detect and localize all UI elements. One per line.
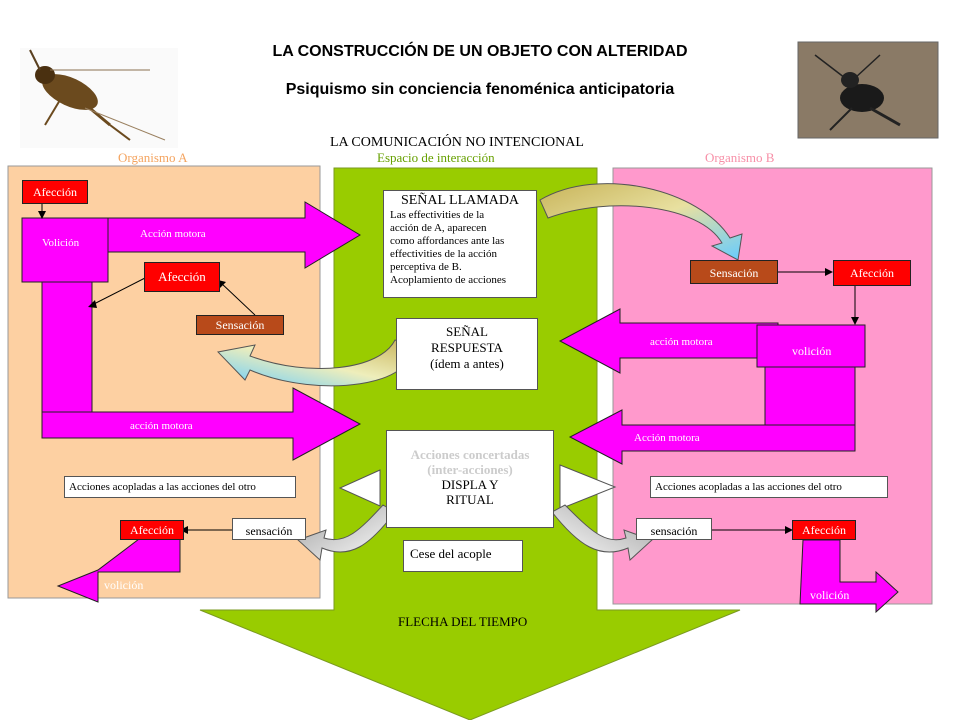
acciones-concertadas-line: Acciones concertadas — [410, 447, 530, 462]
senal-llamada-line: perceptiva de B. — [390, 261, 462, 273]
curve-arrow-display-to-a — [297, 504, 396, 561]
accion-motora-a-top-label: Acción motora — [140, 228, 206, 240]
org-b-magenta-shapes — [558, 308, 899, 614]
diagram-title: LA COMUNICACIÓN NO INTENCIONAL — [330, 135, 584, 150]
curve-arrow-response-to-a — [216, 339, 412, 387]
volicion-b-box — [756, 324, 866, 368]
accion-motora-a-bottom-label: acción motora — [130, 420, 193, 432]
subtitle: Psiquismo sin conciencia fenoménica anti… — [285, 81, 675, 98]
main-title: LA CONSTRUCCIÓN DE UN OBJETO CON ALTERID… — [272, 43, 688, 60]
senal-llamada-line: Las effectivities de la — [390, 209, 485, 221]
display-ritual-line: RITUAL — [446, 492, 494, 507]
acciones-concertadas-text: Acciones concertadas(inter-acciones) — [387, 447, 553, 477]
sensacion-a: Sensación — [196, 315, 284, 335]
flecha-del-tiempo-label: FLECHA DEL TIEMPO — [398, 614, 528, 629]
acciones-acopladas-a: Acciones acopladas a las acciones del ot… — [64, 476, 296, 498]
afeccion-a-bottom: Afección — [120, 520, 184, 540]
volicion-b-label: volición — [792, 344, 832, 358]
acciones-concertadas-box: Acciones concertadas(inter-acciones) DIS… — [386, 430, 554, 528]
accion-motora-b-top-label: acción motora — [650, 336, 713, 348]
senal-llamada-line: como affordances ante las — [390, 235, 505, 247]
senal-respuesta-line: RESPUESTA — [431, 340, 503, 355]
sensacion-b-bottom: sensación — [636, 518, 712, 540]
header-organism-a: Organismo A — [118, 150, 188, 165]
afeccion-b: Afección — [833, 260, 911, 286]
display-ritual-line: DISPLA Y — [441, 477, 499, 492]
header-interaction-space: Espacio de interacción — [377, 150, 495, 165]
afeccion-b-bottom: Afección — [792, 520, 856, 540]
senal-llamada-line: effectivities de la acción — [390, 248, 497, 260]
cese-del-acople-box: Cese del acople — [403, 540, 523, 572]
curve-arrow-display-to-b — [551, 504, 653, 561]
org-b-connectors — [712, 271, 856, 531]
cricket-right-photo — [797, 41, 939, 139]
senal-llamada-line: Acoplamiento de acciones — [390, 274, 507, 286]
accion-motora-b-bottom-label: Acción motora — [634, 432, 700, 444]
cricket-left-illustration — [20, 48, 178, 148]
header-organism-b: Organismo B — [705, 150, 775, 165]
afeccion-a-mid: Afección — [144, 262, 220, 292]
senal-llamada-title: SEÑAL LLAMADA — [400, 193, 520, 208]
sensacion-b: Sensación — [690, 260, 778, 284]
acciones-acopladas-b: Acciones acopladas a las acciones del ot… — [650, 476, 888, 498]
volicion-b-bottom-label: volición — [810, 588, 850, 602]
senal-respuesta-line: (ídem a antes) — [430, 356, 504, 371]
org-a-connectors — [41, 204, 256, 531]
volicion-a-bottom-label: volición — [104, 578, 144, 592]
volicion-a-box — [21, 217, 109, 283]
senal-respuesta-line: SEÑAL — [446, 324, 488, 339]
senal-llamada-line: acción de A, aparecen — [390, 222, 487, 234]
sensacion-a-bottom: sensación — [232, 518, 306, 540]
afeccion-a-top: Afección — [22, 180, 88, 204]
acciones-concertadas-line: (inter-acciones) — [427, 462, 513, 477]
volicion-a-label: Volición — [42, 237, 80, 249]
